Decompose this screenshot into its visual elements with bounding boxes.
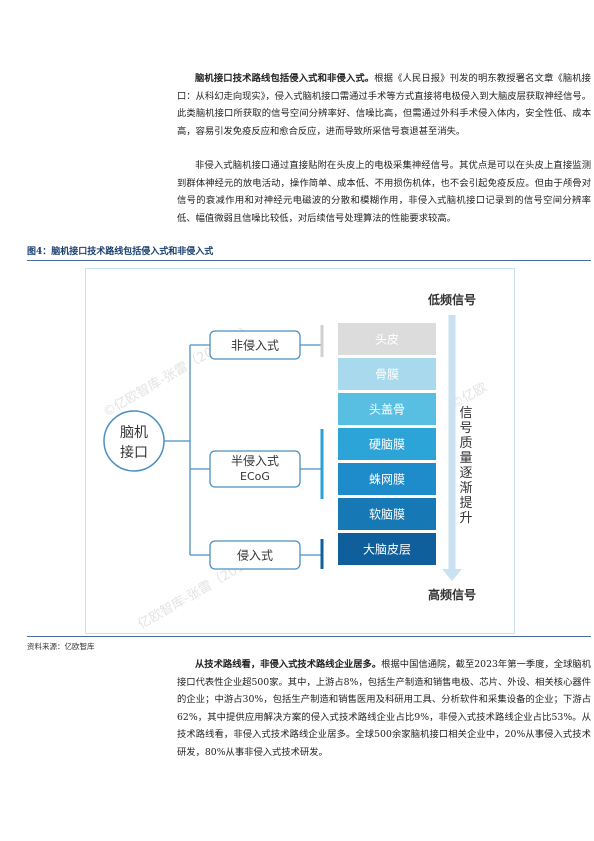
layer-band <box>338 393 436 425</box>
bci-diagram: ©亿欧智库-张雷（201069）©亿欧亿欧智库-张雷（201069）脑机接口非侵… <box>85 268 515 634</box>
figure-caption: 图4：脑机接口技术路线包括侵入式和非侵入式 <box>27 247 214 257</box>
layer-band <box>338 323 436 355</box>
paragraph-intro-lead: 脑机接口技术路线包括侵入式和非侵入式。 <box>195 73 375 84</box>
center-node <box>103 410 165 472</box>
signal-top-label: 低频信号 <box>427 292 476 307</box>
signal-trend-char: 升 <box>459 511 472 526</box>
paragraph-market-lead: 从技术路线看，非侵入式技术路线企业居多。 <box>195 659 382 670</box>
signal-trend-char: 渐 <box>459 481 472 496</box>
source-note: 资料来源：亿欧智库 <box>27 642 95 651</box>
source-divider <box>27 636 591 637</box>
diagram-canvas: ©亿欧智库-张雷（201069）©亿欧亿欧智库-张雷（201069）脑机接口非侵… <box>100 292 490 632</box>
signal-trend-char: 质 <box>459 436 472 451</box>
layer-band <box>338 533 436 565</box>
layer-band <box>338 498 436 530</box>
category-label: 非侵入式 <box>231 338 279 353</box>
paragraph-intro-body: 根据《人民日报》刊发的明东教授署名文章《脑机接口：从科幻走向现实》，侵入式脑机接… <box>177 73 591 137</box>
paragraph-market: 从技术路线看，非侵入式技术路线企业居多。根据中国信通院，截至2023年第一季度，… <box>177 656 591 762</box>
signal-bottom-label: 高频信号 <box>428 587 476 602</box>
layer-band <box>338 463 436 495</box>
signal-trend-char: 逐 <box>459 466 472 481</box>
category-label: 半侵入式 <box>231 453 279 468</box>
signal-trend-char: 号 <box>459 421 472 436</box>
category-label: ECoG <box>240 470 270 483</box>
layer-label: 头皮 <box>375 333 399 347</box>
layer-band <box>338 358 436 390</box>
layer-label: 头盖骨 <box>369 403 405 417</box>
paragraph-market-body: 根据中国信通院，截至2023年第一季度，全球脑机接口代表性企业超500家。其中，… <box>177 659 591 758</box>
center-label: 接口 <box>120 444 148 461</box>
signal-trend-char: 量 <box>459 451 472 466</box>
category-label: 侵入式 <box>237 548 273 563</box>
signal-trend-char: 提 <box>459 495 472 511</box>
signal-arrow-head <box>442 569 462 581</box>
layer-band <box>338 428 436 460</box>
paragraph-noninvasive: 非侵入式脑机接口通过直接贴附在头皮上的电极采集神经信号。其优点是可以在头皮上直接… <box>177 160 591 224</box>
layer-label: 大脑皮层 <box>363 543 411 557</box>
center-label: 脑机 <box>120 425 148 441</box>
paragraph-intro: 脑机接口技术路线包括侵入式和非侵入式。根据《人民日报》刊发的明东教授署名文章《脑… <box>177 70 591 140</box>
layer-label: 蛛网膜 <box>369 472 405 487</box>
layer-label: 骨膜 <box>375 368 399 382</box>
signal-trend-char: 信 <box>459 406 472 421</box>
layer-label: 硬脑膜 <box>369 438 405 452</box>
caption-divider <box>27 260 591 261</box>
layer-label: 软脑膜 <box>369 508 405 522</box>
